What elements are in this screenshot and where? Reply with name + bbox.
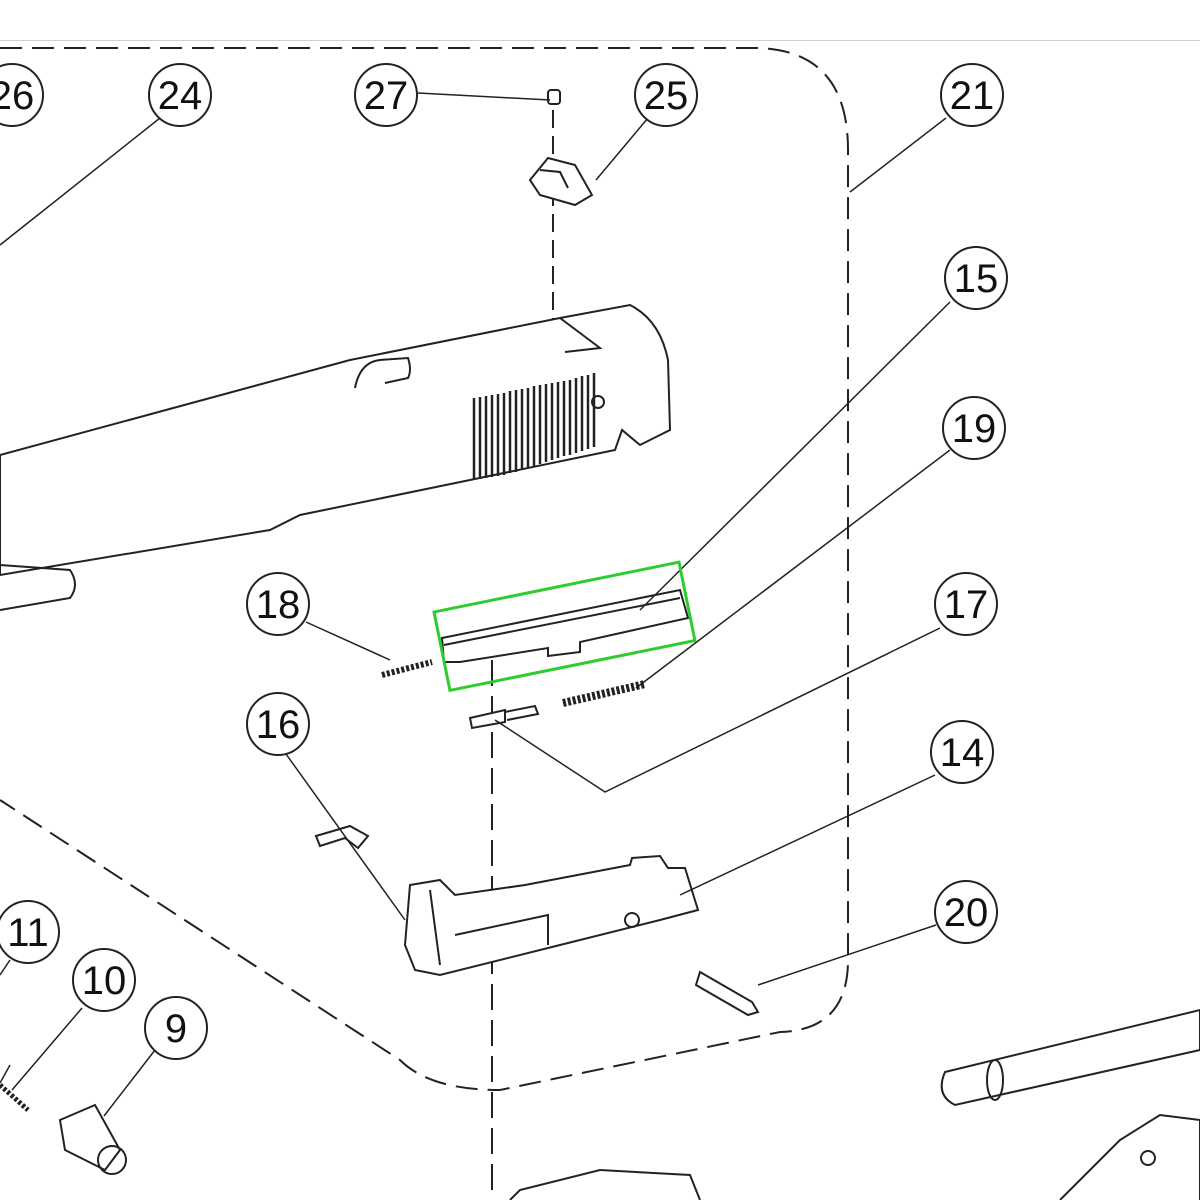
callout-label-21: 21 bbox=[950, 74, 995, 118]
callout-label-16: 16 bbox=[256, 703, 301, 747]
callout-label-17: 17 bbox=[944, 583, 989, 627]
callout-circle-19 bbox=[942, 396, 1006, 460]
part-10 bbox=[0, 1083, 30, 1112]
barrel-part bbox=[940, 1008, 1200, 1107]
callout-label-14: 14 bbox=[940, 731, 985, 775]
top-bar bbox=[0, 0, 1200, 41]
callout-label-19: 19 bbox=[952, 407, 997, 451]
pin-20-part bbox=[694, 970, 760, 1017]
slide-part bbox=[0, 303, 672, 611]
callout-label-25: 25 bbox=[644, 74, 689, 118]
spring-19-part bbox=[562, 680, 646, 707]
part-9 bbox=[58, 1103, 127, 1175]
callout-label-11: 11 bbox=[7, 911, 49, 955]
callout-label-27: 27 bbox=[364, 74, 409, 118]
leader-lines bbox=[0, 92, 951, 1117]
callout-circle-11 bbox=[0, 900, 60, 964]
callout-circle-26 bbox=[0, 63, 44, 127]
part-16 bbox=[314, 824, 370, 850]
spring-18-part bbox=[381, 659, 433, 678]
callout-circle-18 bbox=[246, 572, 310, 636]
group-boundary-dashed bbox=[0, 47, 849, 1092]
callout-circle-27 bbox=[354, 63, 418, 127]
callout-circle-25 bbox=[634, 63, 698, 127]
rear-sight-part bbox=[528, 156, 594, 207]
callout-label-18: 18 bbox=[256, 583, 301, 627]
sight-screw-part bbox=[547, 89, 561, 105]
extractor-part bbox=[440, 588, 690, 663]
callout-label-9: 9 bbox=[165, 1007, 187, 1051]
callout-label-20: 20 bbox=[944, 891, 989, 935]
callout-circle-9 bbox=[144, 996, 208, 1060]
callout-circle-21 bbox=[940, 63, 1004, 127]
callout-circle-17 bbox=[934, 572, 998, 636]
plunger-part bbox=[468, 704, 540, 730]
callout-circle-20 bbox=[934, 880, 998, 944]
callout-label-15: 15 bbox=[954, 257, 999, 301]
highlight-box-extractor bbox=[432, 560, 697, 693]
callout-circle-16 bbox=[246, 692, 310, 756]
callout-label-24: 24 bbox=[158, 74, 203, 118]
callout-circle-15 bbox=[944, 246, 1008, 310]
callout-circle-10 bbox=[72, 948, 136, 1012]
callout-label-26: 26 bbox=[0, 74, 34, 118]
callout-circle-14 bbox=[930, 720, 994, 784]
part-14 bbox=[403, 854, 700, 977]
callout-circle-24 bbox=[148, 63, 212, 127]
callout-label-10: 10 bbox=[82, 959, 127, 1003]
bottom-partial-part bbox=[509, 1113, 1200, 1200]
